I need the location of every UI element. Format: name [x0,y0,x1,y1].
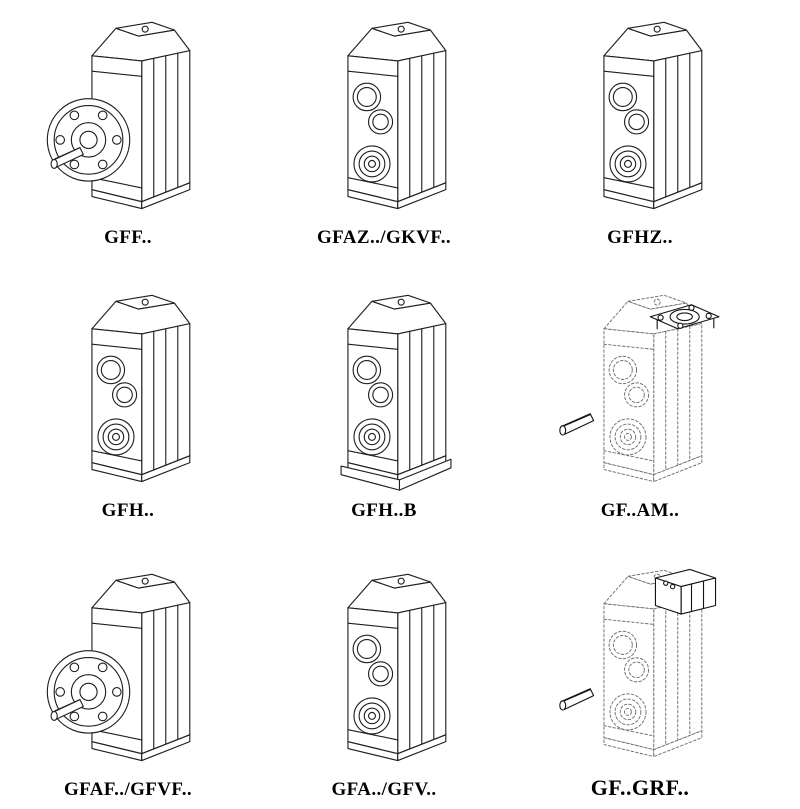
gearbox-housing [347,294,447,483]
catalog-cell-gf-grf: GF..GRF.. [552,562,728,809]
product-label: GFF.. [104,227,152,248]
product-label: GFH..B [351,500,417,521]
gearbox-drawing-gff [46,21,191,210]
output-flange-shaft [46,650,131,734]
gearbox-drawing-gfh-b [340,294,452,491]
product-label: GFAZ../GKVF.. [317,227,451,248]
catalog-cell-gf-am: GF..AM.. [552,289,728,530]
product-label: GFHZ.. [607,227,673,248]
gearbox-drawing-gfa-gfv [347,573,447,762]
catalog-cell-gfh-b: GFH..B [296,289,472,530]
gearbox-housing [347,573,447,762]
input-adapter-box [654,568,717,615]
gearbox-drawing-gf-am [559,294,720,483]
gearbox-housing [603,21,703,210]
gearbox-drawing-gfh [91,294,191,483]
catalog-cell-gff: GFF.. [40,16,216,257]
product-label: GF..GRF.. [590,775,690,800]
catalog-cell-gfhz: GFHZ.. [552,16,728,257]
catalog-cell-gfaf-gfvf: GFAF../GFVF.. [40,562,216,809]
output-flange-shaft [46,98,131,182]
product-label: GFAF../GFVF.. [63,779,192,800]
product-label: GF..AM.. [600,500,680,521]
output-shaft [559,413,595,436]
gearbox-drawing-gfhz [603,21,703,210]
gearbox-housing [91,294,191,483]
gearbox-drawing-gf-grf [559,568,717,758]
catalog-cell-gfaz-gkvf: GFAZ../GKVF.. [296,16,472,257]
catalog-cell-gfh: GFH.. [40,289,216,530]
gearbox-drawing-gfaf-gfvf [46,573,191,762]
product-label: GFA../GFV.. [331,779,437,800]
gearbox-drawing-gfaz-gkvf [347,21,447,210]
output-shaft [559,688,595,711]
product-label: GFH.. [101,500,155,521]
gearbox-housing [347,21,447,210]
catalog-cell-gfa-gfv: GFA../GFV.. [296,562,472,809]
